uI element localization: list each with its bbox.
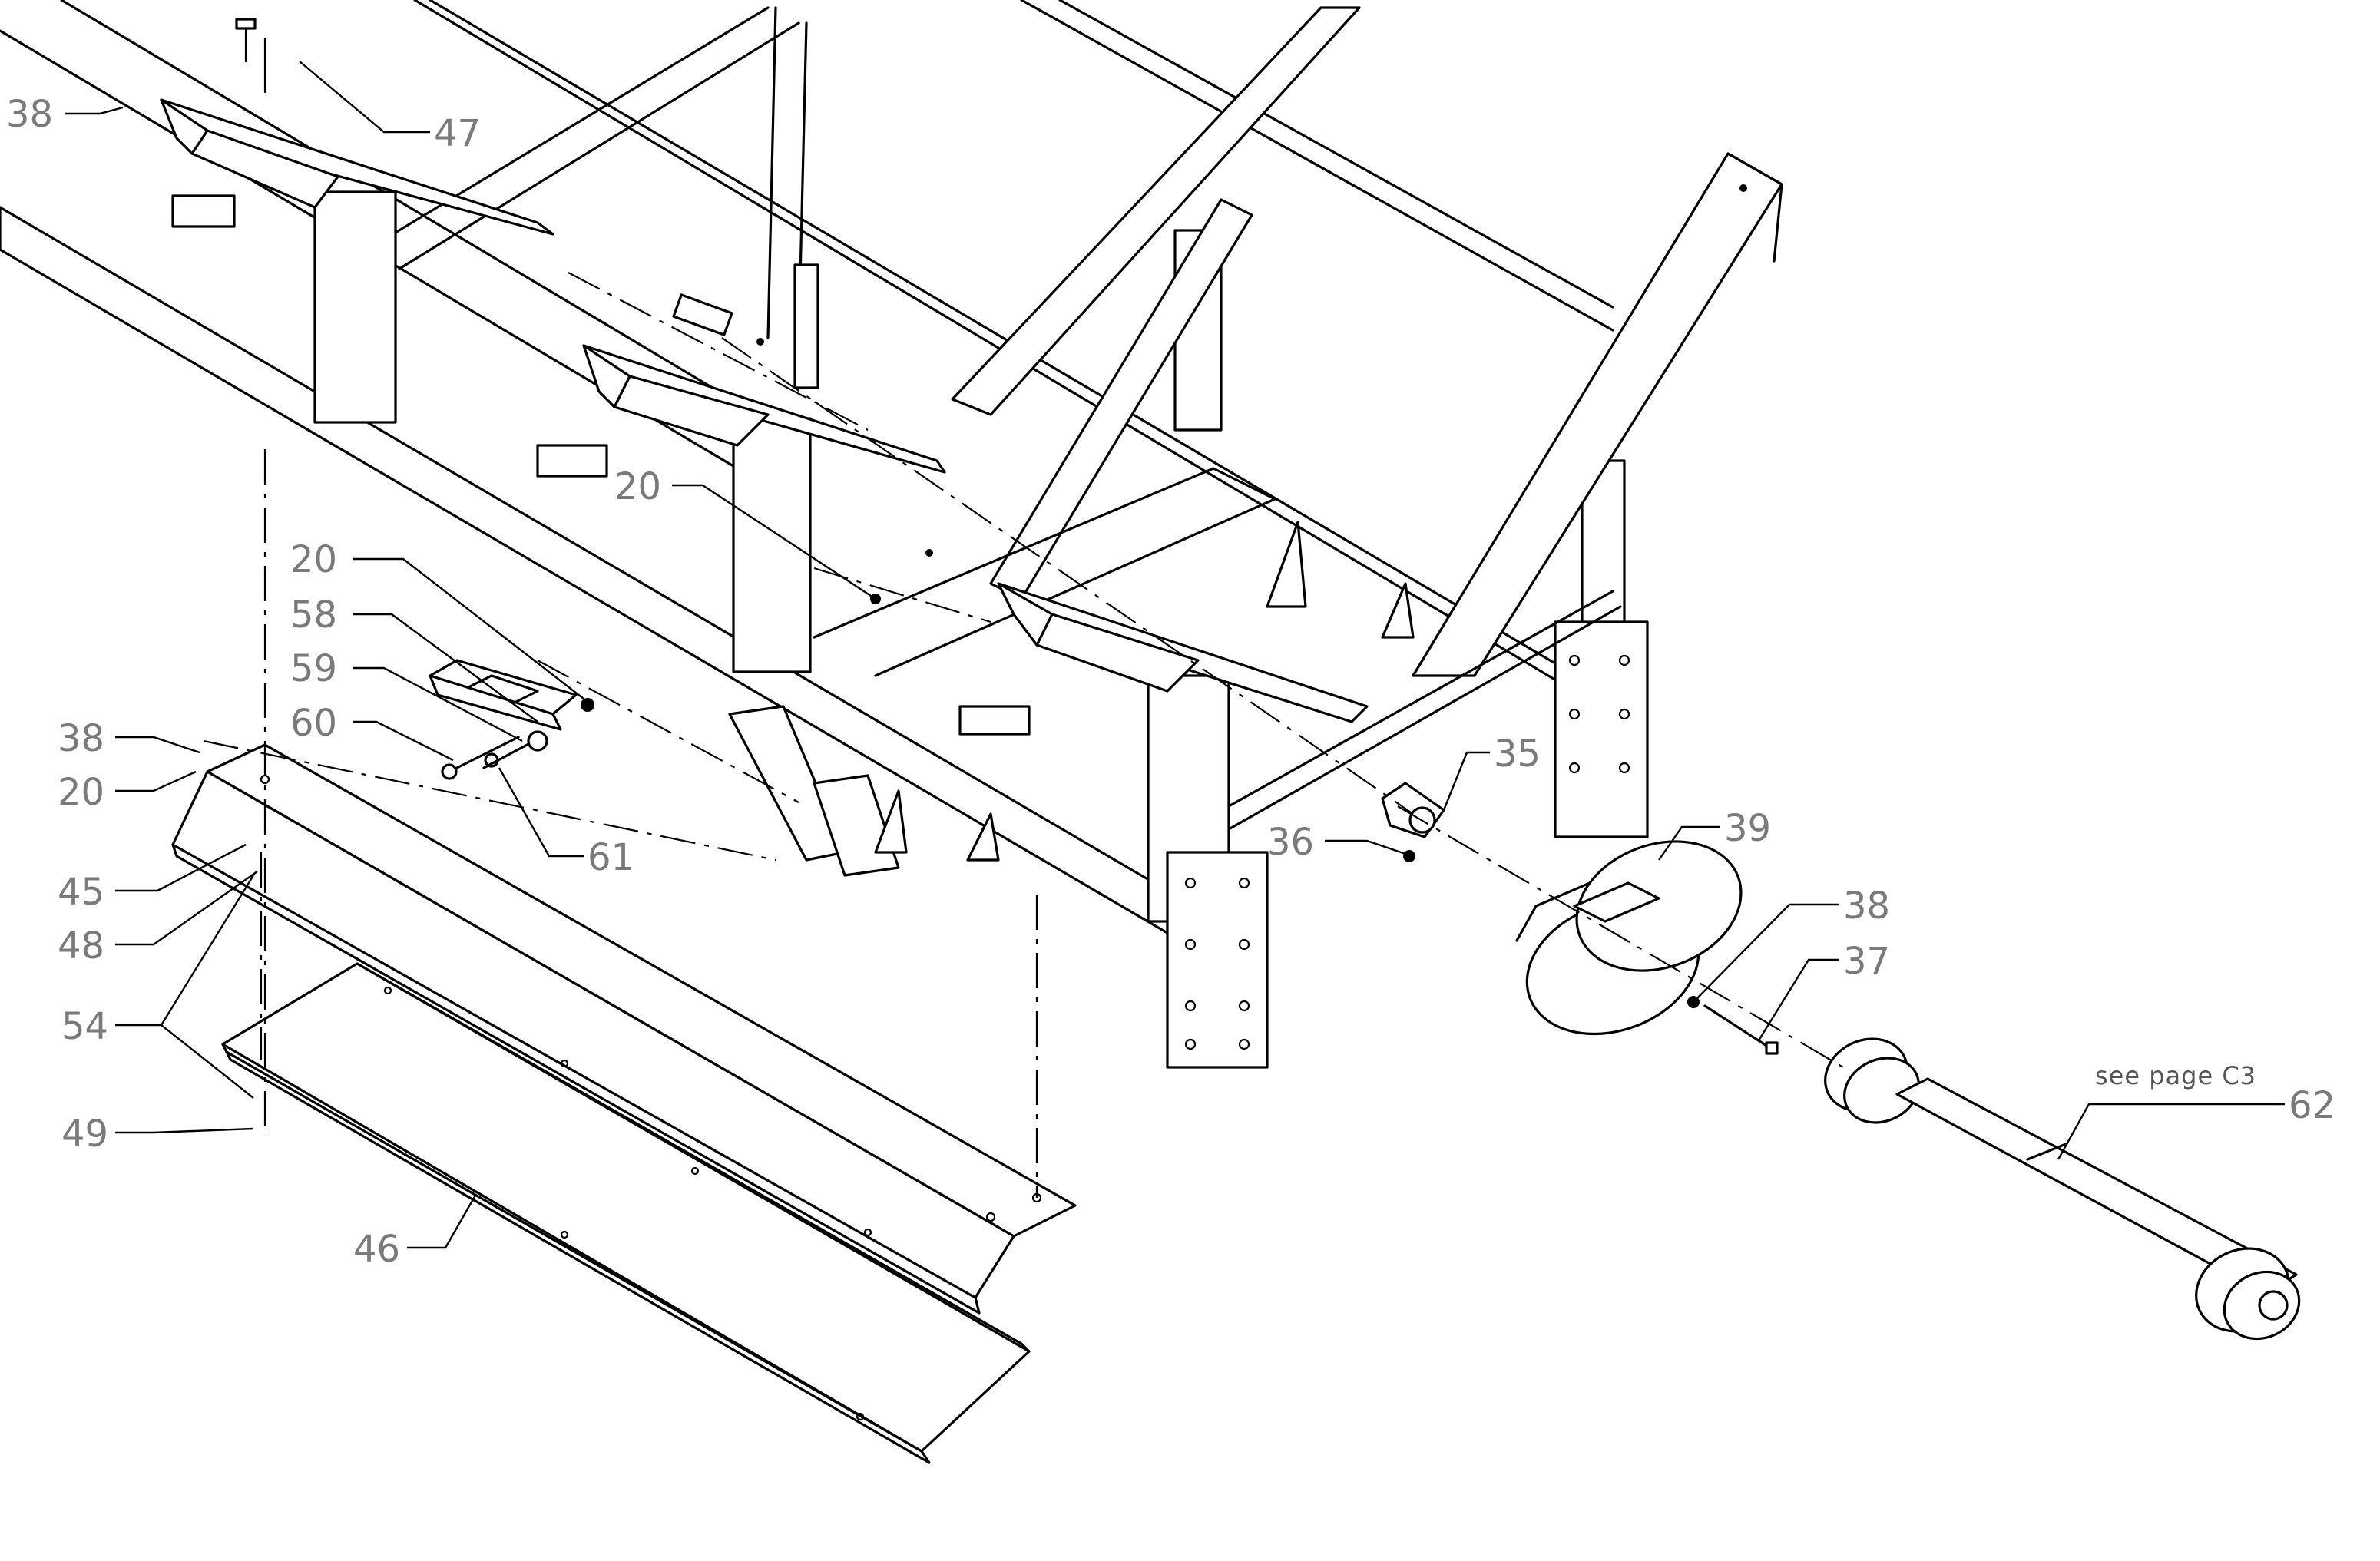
callout-20-left: 20 <box>58 771 104 814</box>
callout-62: 62 <box>2289 1084 2335 1127</box>
hardware-bracket-58 <box>429 659 578 731</box>
callout-38-right: 38 <box>1843 885 1890 928</box>
callout-47: 47 <box>434 112 481 155</box>
callout-39: 39 <box>1724 807 1771 850</box>
shield-cylinder-39 <box>1515 840 1743 1036</box>
callout-61: 61 <box>588 836 634 879</box>
hardware-38-37 <box>1687 996 1779 1055</box>
bearing-35 <box>1381 782 1445 862</box>
callout-58: 58 <box>290 594 337 637</box>
callout-labels: 38 47 20 20 58 59 60 61 38 20 45 48 54 4… <box>6 93 2335 1271</box>
callout-46: 46 <box>353 1228 400 1271</box>
callout-37: 37 <box>1843 940 1890 983</box>
guard-plate-45 <box>171 743 1077 1315</box>
callout-38-top: 38 <box>6 93 53 136</box>
callout-38-left: 38 <box>58 717 104 760</box>
pin-assembly <box>441 698 594 780</box>
callout-35: 35 <box>1494 733 1541 776</box>
pto-driveshaft-62 <box>1824 1037 2301 1341</box>
guard-plate-46 <box>221 962 1031 1464</box>
machine-frame <box>0 0 1783 1069</box>
callout-49: 49 <box>61 1113 108 1156</box>
callout-20: 20 <box>290 538 337 581</box>
center-lines <box>203 272 1844 1198</box>
callout-60: 60 <box>290 702 337 745</box>
callout-59: 59 <box>290 647 337 690</box>
callout-45: 45 <box>58 871 104 914</box>
callout-36: 36 <box>1267 821 1314 864</box>
leader-lines <box>65 61 2285 1249</box>
see-page-note: see page C3 <box>2095 1061 2256 1090</box>
callout-54: 54 <box>61 1005 108 1048</box>
callout-20-mid: 20 <box>614 465 661 508</box>
callout-48: 48 <box>58 924 104 967</box>
